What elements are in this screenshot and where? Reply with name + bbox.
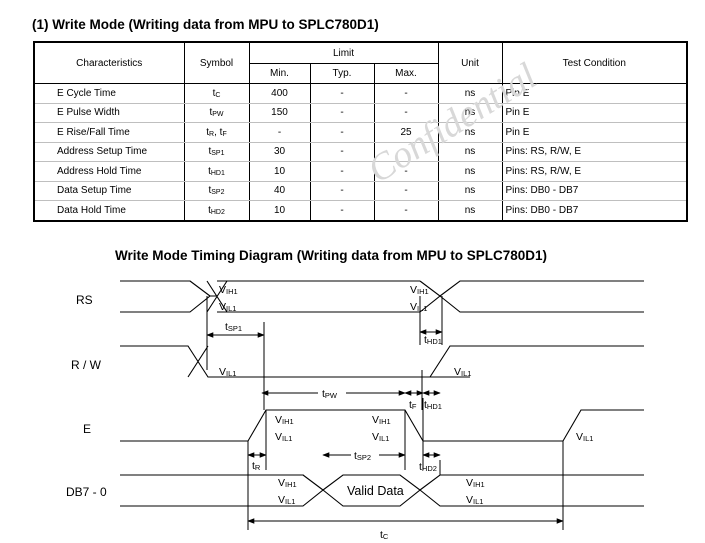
label-tf: tF xyxy=(409,399,417,411)
header-symbol: Symbol xyxy=(183,41,250,84)
rs-vih1-left: VIH1 xyxy=(219,284,238,296)
rw-vil1-left: VIL1 xyxy=(219,366,236,378)
rs-vih1-right: VIH1 xyxy=(410,284,429,296)
label-tr: tR xyxy=(252,460,261,472)
label-thd2: tHD2 xyxy=(419,461,437,473)
rw-waveform xyxy=(120,345,644,378)
section-title: (1) Write Mode (Writing data from MPU to… xyxy=(32,17,379,32)
valid-data-label: Valid Data xyxy=(347,484,404,498)
signal-label-rs: RS xyxy=(76,293,93,307)
cell-test-condition: Pins: RS, R/W, E xyxy=(501,161,688,182)
header-min: Min. xyxy=(248,63,311,84)
db-vil1-left: VIL1 xyxy=(278,494,295,506)
cell-test-condition: Pin E xyxy=(501,122,688,143)
cell-test-condition: Pin E xyxy=(501,103,688,123)
cell-test-condition: Pin E xyxy=(501,83,688,104)
db-vil1-right: VIL1 xyxy=(466,494,483,506)
cell-test-condition: Pins: DB0 - DB7 xyxy=(501,181,688,201)
cell-symbol: tHD1 xyxy=(183,161,250,182)
db-vih1-right: VIH1 xyxy=(466,477,485,489)
rs-vil1-right: VIL1 xyxy=(410,301,427,313)
header-unit: Unit xyxy=(437,41,503,84)
write-mode-spec-table: Characteristics Symbol Limit Unit Test C… xyxy=(33,41,688,222)
rs-waveform xyxy=(120,280,644,313)
e-vil1-left: VIL1 xyxy=(275,431,292,443)
db-vih1-left: VIH1 xyxy=(278,477,297,489)
e-vih1-right: VIH1 xyxy=(372,414,391,426)
label-tsp1: tSP1 xyxy=(225,321,242,333)
rs-vil1-left: VIL1 xyxy=(219,301,236,313)
signal-label-rw: R / W xyxy=(71,358,102,372)
label-tpw: tPW xyxy=(322,388,338,400)
cell-test-condition: Pins: DB0 - DB7 xyxy=(501,200,688,221)
header-max: Max. xyxy=(373,63,439,84)
cell-symbol: tSP2 xyxy=(183,181,250,201)
cell-test-condition: Pins: RS, R/W, E xyxy=(501,142,688,162)
e-waveform xyxy=(120,409,644,442)
signal-label-db: DB7 - 0 xyxy=(66,485,107,499)
e-vil1-end: VIL1 xyxy=(576,431,593,443)
e-vil1-right: VIL1 xyxy=(372,431,389,443)
header-characteristics: Characteristics xyxy=(33,41,185,84)
cell-symbol: tC xyxy=(183,83,250,104)
label-thd1-e: tHD1 xyxy=(424,399,442,411)
e-vih1-left: VIH1 xyxy=(275,414,294,426)
rw-vil1-right: VIL1 xyxy=(454,366,471,378)
signal-label-e: E xyxy=(83,422,91,436)
cell-symbol: tR, tF xyxy=(183,122,250,143)
label-tsp2: tSP2 xyxy=(354,450,371,462)
label-tc: tC xyxy=(380,529,389,541)
label-thd1: tHD1 xyxy=(424,334,442,346)
diagram-title: Write Mode Timing Diagram (Writing data … xyxy=(115,248,548,263)
header-test-condition: Test Condition xyxy=(501,41,688,84)
